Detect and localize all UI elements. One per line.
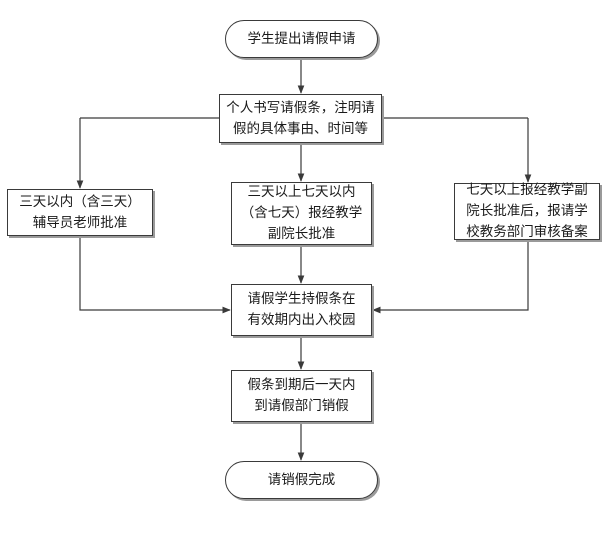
arrow-left-to-leave	[79, 236, 231, 314]
leave-campus-line-2: 有效期内出入校园	[247, 312, 356, 328]
approval-within-3-days-line-1: 三天以内（含三天）	[19, 193, 141, 210]
approval-within-3-days-node: 三天以内（含三天） 辅导员老师批准	[7, 189, 153, 236]
approval-within-3-days-line-2: 辅导员老师批准	[32, 214, 128, 231]
start-node: 学生提出请假申请	[225, 20, 378, 58]
leave-campus-node: 请假学生持假条在 有效期内出入校园	[231, 284, 372, 336]
leave-campus-line-1: 请假学生持假条在	[247, 291, 356, 307]
end-node-text: 请销假完成	[267, 471, 336, 488]
write-request-line-1: 个人书写请假条，注明请	[226, 99, 375, 116]
approval-3-to-7-days-line-2: （含七天）报经教学	[240, 205, 363, 221]
approval-over-7-days-line-1: 七天以上报经教学副	[466, 182, 588, 198]
write-request-line-2: 假的具体事由、时间等	[233, 120, 368, 137]
approval-over-7-days-line-3: 校教务部门审核备案	[466, 224, 588, 240]
cancel-leave-node: 假条到期后一天内 到请假部门销假	[231, 370, 372, 422]
approval-over-7-days-node: 七天以上报经教学副 院长批准后，报请学 校教务部门审核备案	[454, 182, 600, 240]
cancel-leave-line-2: 到请假部门销假	[254, 398, 349, 414]
approval-3-to-7-days-node: 三天以上七天以内 （含七天）报经教学 副院长批准	[231, 182, 372, 245]
arrow-right-to-leave	[372, 240, 529, 314]
start-node-text: 学生提出请假申请	[247, 30, 356, 47]
approval-3-to-7-days-line-1: 三天以上七天以内	[247, 184, 356, 200]
approval-3-to-7-days-line-3: 副院长批准	[267, 226, 336, 242]
end-node: 请销假完成	[225, 461, 378, 499]
cancel-leave-line-1: 假条到期后一天内	[247, 377, 356, 393]
write-request-node: 个人书写请假条，注明请 假的具体事由、时间等	[219, 94, 382, 143]
approval-over-7-days-line-2: 院长批准后，报请学	[466, 203, 588, 219]
